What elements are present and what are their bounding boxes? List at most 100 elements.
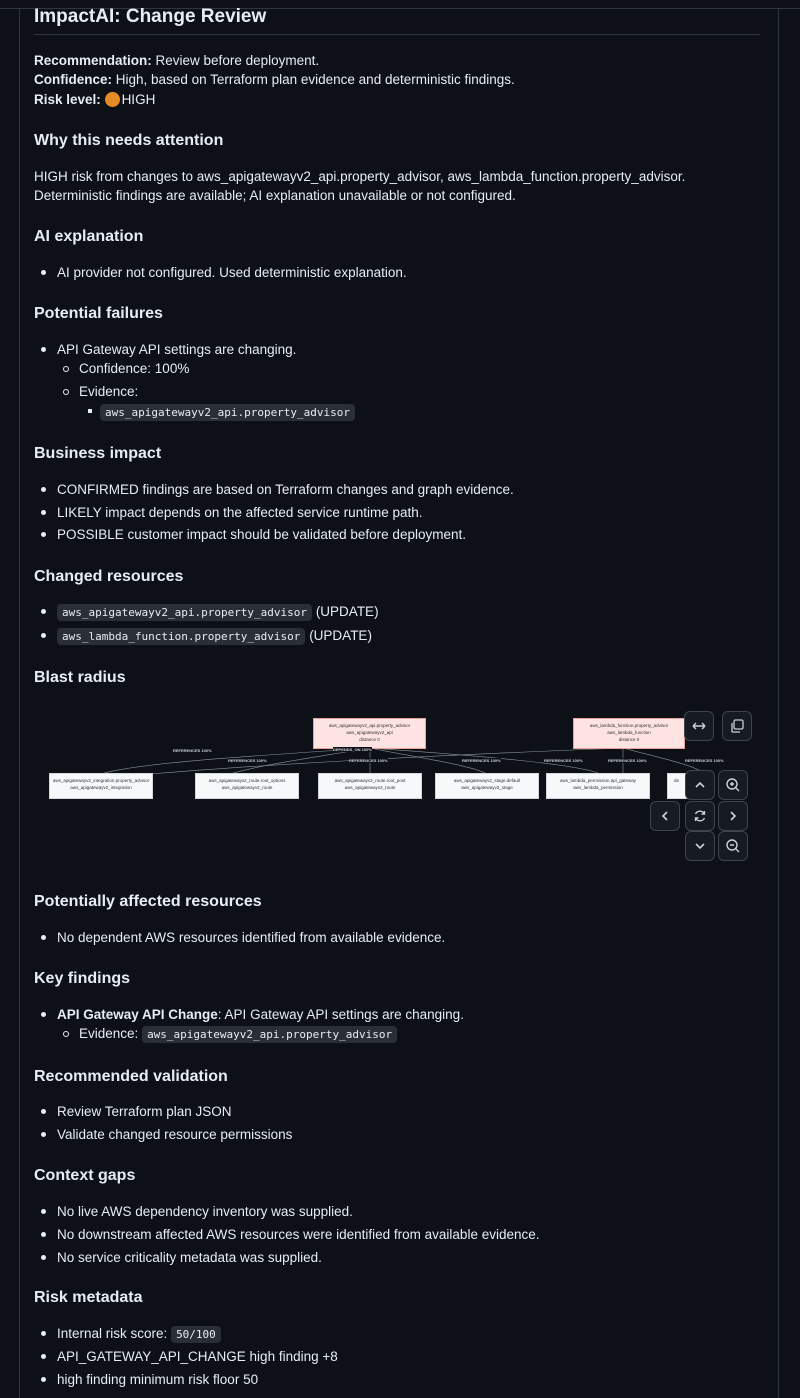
risk-level-value: HIGH xyxy=(121,92,156,107)
title-divider xyxy=(34,34,760,35)
recommendation-value: Review before deployment. xyxy=(155,53,320,68)
frame-right-border xyxy=(778,8,779,1398)
list-item: Validate changed resource permissions xyxy=(57,1127,293,1142)
edge-label: REFERENCES 100% xyxy=(608,758,647,763)
list-item: Confidence: 100% xyxy=(79,361,190,376)
edge xyxy=(100,747,371,775)
bullet-icon xyxy=(41,347,46,352)
business-heading: Business impact xyxy=(34,445,162,462)
circle-bullet-icon xyxy=(63,389,69,395)
score-label: Internal risk score: xyxy=(57,1326,168,1341)
confidence-label: Confidence: xyxy=(34,72,113,87)
pan-left-button[interactable] xyxy=(650,801,680,831)
list-item: Internal risk score: 50/100 xyxy=(57,1324,221,1344)
root-node-apigateway[interactable]: aws_apigatewayv2_api.property_advisor aw… xyxy=(313,718,426,749)
bullet-icon xyxy=(41,935,46,940)
copy-button[interactable] xyxy=(722,711,752,741)
zoom-out-button[interactable] xyxy=(718,831,748,861)
bullet-icon xyxy=(41,510,46,515)
resource-action: (UPDATE) xyxy=(309,628,372,643)
child-node[interactable]: aws_apigatewayv2_stage.default aws_apiga… xyxy=(435,773,539,799)
confidence-line: Confidence: High, based on Terraform pla… xyxy=(34,70,515,89)
blast-radius-diagram[interactable]: aws_apigatewayv2_api.property_advisor aw… xyxy=(20,700,778,870)
validation-heading: Recommended validation xyxy=(34,1068,228,1085)
list-item: aws_apigatewayv2_api.property_advisor (U… xyxy=(57,602,379,622)
list-item: Evidence: aws_apigatewayv2_api.property_… xyxy=(79,1024,398,1044)
bullet-icon xyxy=(41,1132,46,1137)
bullet-icon xyxy=(41,1209,46,1214)
recommendation-line: Recommendation: Review before deployment… xyxy=(34,51,319,70)
bullet-icon xyxy=(41,1012,46,1017)
edge-label: DEPENDS_ON 100% xyxy=(333,747,372,752)
bullet-icon xyxy=(41,532,46,537)
node-type: aws_apigatewayv2_route xyxy=(221,785,273,790)
evidence-label: Evidence: xyxy=(79,1026,139,1041)
fullscreen-button[interactable] xyxy=(684,711,714,741)
blast-heading: Blast radius xyxy=(34,669,126,686)
edge-label: REFERENCES 100% xyxy=(685,758,724,763)
edge xyxy=(369,747,601,775)
key-heading: Key findings xyxy=(34,970,131,987)
root-node-lambda[interactable]: aws_lambda_function.property_advisor aws… xyxy=(573,718,685,749)
confidence-value: High, based on Terraform plan evidence a… xyxy=(115,72,515,87)
edge xyxy=(369,747,488,775)
node-type: aws_apigatewayv2_api xyxy=(346,730,393,735)
list-item: API Gateway API settings are changing. xyxy=(57,342,297,357)
bullet-icon xyxy=(41,1109,46,1114)
frame-left-border xyxy=(19,8,20,1398)
list-item: high finding minimum risk floor 50 xyxy=(57,1372,259,1387)
list-item: No live AWS dependency inventory was sup… xyxy=(57,1204,353,1219)
ai-heading: AI explanation xyxy=(34,228,144,245)
node-type: aws_apigatewayv2_stage xyxy=(461,785,513,790)
node-label: aws_apigatewayv2_route.root_post xyxy=(334,778,406,783)
circle-bullet-icon xyxy=(63,1031,69,1037)
zoom-in-button[interactable] xyxy=(718,770,748,800)
node-label: aws_lambda_permission.api_gateway xyxy=(559,778,637,783)
recommendation-label: Recommendation: xyxy=(34,53,152,68)
pan-down-button[interactable] xyxy=(685,831,715,861)
score-code: 50/100 xyxy=(171,1326,221,1343)
risk-level-line: Risk level: HIGH xyxy=(34,90,155,109)
list-item: API_GATEWAY_API_CHANGE high finding +8 xyxy=(57,1349,338,1364)
circle-bullet-icon xyxy=(63,366,69,372)
edge-label: REFERENCES 100% xyxy=(349,758,388,763)
child-node[interactable]: aws_apigatewayv2_route.root_post aws_api… xyxy=(318,773,422,799)
failures-heading: Potential failures xyxy=(34,305,163,322)
affected-heading: Potentially affected resources xyxy=(34,893,262,910)
edge-label: REFERENCES 100% xyxy=(228,758,267,763)
bullet-icon xyxy=(41,487,46,492)
pan-up-button[interactable] xyxy=(685,770,715,800)
reset-view-button[interactable] xyxy=(685,801,715,831)
node-distance: distance 0 xyxy=(618,737,640,742)
list-item: LIKELY impact depends on the affected se… xyxy=(57,505,423,520)
bullet-icon xyxy=(41,1255,46,1260)
chevron-down-icon xyxy=(695,843,705,850)
list-item: CONFIRMED findings are based on Terrafor… xyxy=(57,482,514,497)
child-node[interactable]: aws_apigatewayv2_integration.property_ad… xyxy=(49,773,153,799)
pan-right-button[interactable] xyxy=(718,801,748,831)
child-node[interactable]: aws_lambda_permission.api_gateway aws_la… xyxy=(546,773,650,799)
list-item: Review Terraform plan JSON xyxy=(57,1104,232,1119)
edge-label: REFERENCES 100% xyxy=(462,758,501,763)
list-item: No service criticality metadata was supp… xyxy=(57,1250,322,1265)
risk-level-label: Risk level: xyxy=(34,92,101,107)
chevron-up-icon xyxy=(695,781,705,788)
orange-circle-icon xyxy=(104,92,120,107)
finding-title: API Gateway API Change xyxy=(57,1007,218,1022)
child-node[interactable]: aws_apigatewayv2_route.root_options aws_… xyxy=(195,773,299,799)
chevron-right-icon xyxy=(730,811,737,821)
why-heading: Why this needs attention xyxy=(34,132,224,149)
node-label: aws_apigatewayv2_integration.property_ad… xyxy=(52,778,150,783)
expand-horizontal-icon xyxy=(692,722,706,730)
bullet-icon xyxy=(41,1232,46,1237)
list-item: API Gateway API Change: API Gateway API … xyxy=(57,1005,464,1024)
edge-label: REFERENCES 100% xyxy=(173,748,212,753)
square-bullet-icon xyxy=(88,409,92,413)
resource-code: aws_apigatewayv2_api.property_advisor xyxy=(57,604,313,621)
zoom-out-icon xyxy=(726,839,740,853)
chevron-left-icon xyxy=(661,811,668,821)
list-item: Evidence: xyxy=(79,384,139,399)
edge xyxy=(149,747,624,775)
node-label: aws_apigatewayv2_stage.default xyxy=(453,778,521,783)
meta-heading: Risk metadata xyxy=(34,1289,143,1306)
